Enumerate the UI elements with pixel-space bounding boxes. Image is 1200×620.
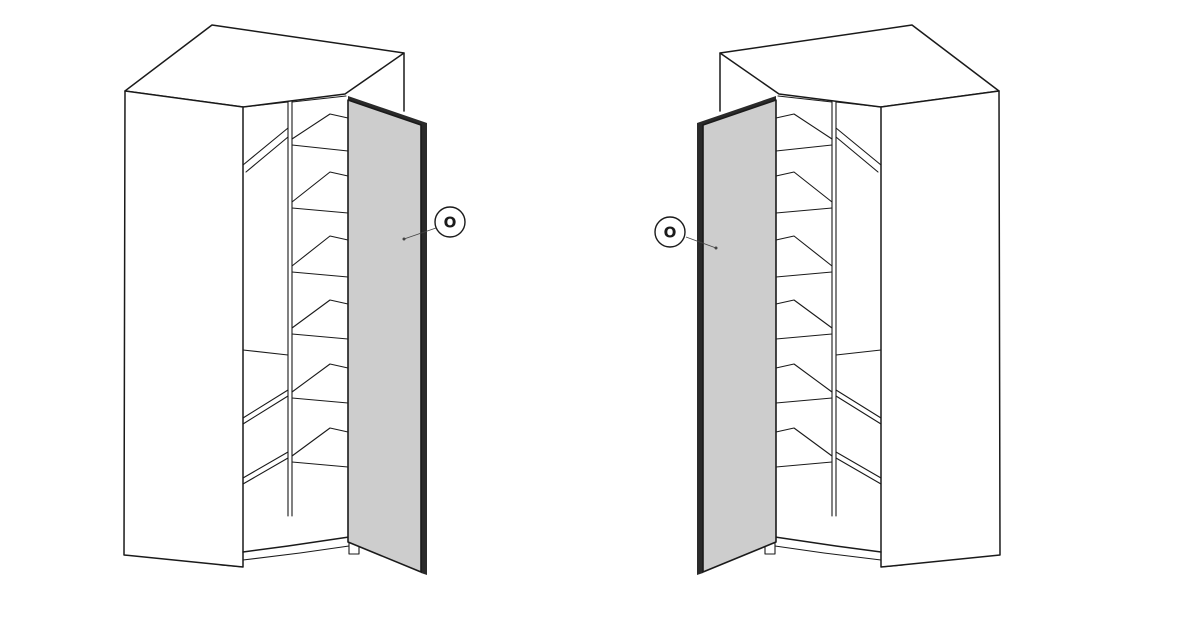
top-panel (124, 24, 405, 108)
top-panel (719, 24, 1000, 108)
side-panel (880, 90, 1001, 568)
side-panel (123, 90, 244, 568)
callout-label: O (444, 214, 457, 232)
right-wardrobe (654, 24, 1001, 575)
callout-o: O (402, 206, 466, 241)
shelf-stack (775, 113, 833, 468)
shelf-stack (291, 113, 349, 468)
left-wardrobe: O (123, 24, 466, 575)
callout-label: O (664, 224, 677, 242)
door-panel (702, 99, 777, 573)
callout-o (654, 216, 718, 250)
door-panel (347, 99, 422, 573)
